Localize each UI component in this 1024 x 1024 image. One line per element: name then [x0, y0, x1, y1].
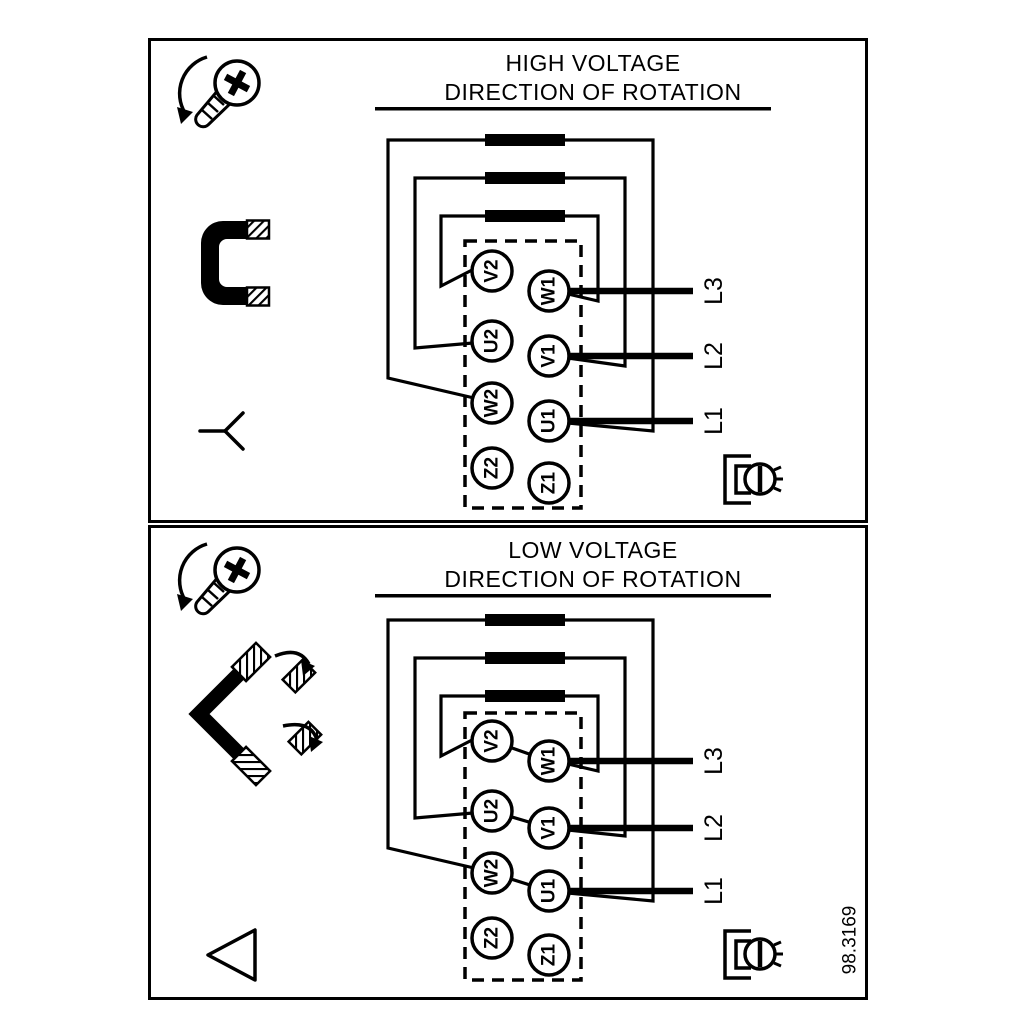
terminals: V2 W1 U2 V1 W2 U1 Z2 Z1 — [470, 719, 571, 977]
terminal-z2: Z2 — [470, 916, 514, 960]
terminal-v1: V1 — [527, 334, 571, 378]
jumper-bar — [485, 652, 565, 664]
jumper-bar — [485, 614, 565, 626]
svg-text:V2: V2 — [482, 729, 503, 752]
terminal-w1: W1 — [527, 739, 571, 783]
svg-text:W1: W1 — [539, 746, 560, 775]
svg-text:V1: V1 — [539, 344, 560, 368]
svg-text:Z1: Z1 — [539, 943, 560, 966]
svg-text:W2: W2 — [482, 859, 503, 888]
panel-title: HIGH VOLTAGE — [505, 50, 680, 76]
delta-symbol-icon — [206, 928, 257, 982]
terminal-z1: Z1 — [527, 461, 571, 505]
terminals: V2 W1 U2 V1 W2 U1 Z2 Z1 — [470, 249, 571, 505]
terminal-z1: Z1 — [527, 933, 571, 977]
panel-title: LOW VOLTAGE — [508, 537, 678, 563]
svg-text:V2: V2 — [482, 259, 503, 282]
screw-rotation-icon — [177, 55, 261, 129]
jumper-bar — [485, 690, 565, 702]
title-underline — [375, 594, 771, 598]
supply-label-l3: L3 — [700, 747, 728, 775]
screw-rotation-icon — [177, 542, 261, 616]
supply-label-l2: L2 — [700, 342, 728, 370]
title-underline — [375, 107, 771, 111]
svg-text:U1: U1 — [539, 408, 560, 433]
svg-text:U2: U2 — [482, 799, 503, 823]
terminal-u1: U1 — [527, 399, 571, 443]
panel-subtitle: DIRECTION OF ROTATION — [444, 79, 741, 105]
svg-text:V1: V1 — [539, 816, 560, 840]
supply-label-l1: L1 — [700, 877, 728, 905]
svg-text:W2: W2 — [482, 389, 503, 418]
jumper-bars — [485, 614, 565, 702]
svg-text:U1: U1 — [539, 878, 560, 903]
figure-number: 98.3169 — [840, 906, 861, 975]
jumper-bar — [485, 172, 565, 184]
jumper-bar — [485, 134, 565, 146]
terminal-w2: W2 — [470, 381, 514, 425]
star-symbol-icon — [198, 411, 245, 451]
svg-text:Z2: Z2 — [482, 927, 503, 949]
link-reposition-icon — [188, 641, 323, 787]
terminal-z2: Z2 — [470, 446, 514, 490]
terminal-u1: U1 — [527, 869, 571, 913]
terminal-v1: V1 — [527, 806, 571, 850]
panel-low-voltage: LOW VOLTAGE DIRECTION OF ROTATION — [148, 525, 868, 1000]
svg-text:Z1: Z1 — [539, 471, 560, 494]
supply-label-l2: L2 — [700, 814, 728, 842]
ground-screw-icon — [723, 454, 783, 505]
motor-wiring-diagram: HIGH VOLTAGE DIRECTION OF ROTATION — [148, 38, 868, 1000]
terminal-link-icon — [201, 219, 271, 307]
svg-text:U2: U2 — [482, 329, 503, 353]
supply-lines — [567, 757, 693, 895]
jumper-bar — [485, 210, 565, 222]
jumper-bars — [485, 134, 565, 222]
supply-label-l3: L3 — [700, 277, 728, 305]
terminal-v2: V2 — [470, 249, 514, 293]
terminal-u2: U2 — [470, 319, 514, 363]
panel-subtitle: DIRECTION OF ROTATION — [444, 566, 741, 592]
ground-screw-icon — [723, 929, 783, 980]
panel-high-voltage: HIGH VOLTAGE DIRECTION OF ROTATION — [148, 38, 868, 523]
terminal-u2: U2 — [470, 789, 514, 833]
svg-text:W1: W1 — [539, 276, 560, 305]
terminal-w2: W2 — [470, 851, 514, 895]
terminal-w1: W1 — [527, 269, 571, 313]
supply-lines — [567, 287, 693, 425]
terminal-v2: V2 — [470, 719, 514, 763]
svg-text:Z2: Z2 — [482, 457, 503, 479]
supply-label-l1: L1 — [700, 407, 728, 435]
link-wiring — [386, 138, 655, 433]
